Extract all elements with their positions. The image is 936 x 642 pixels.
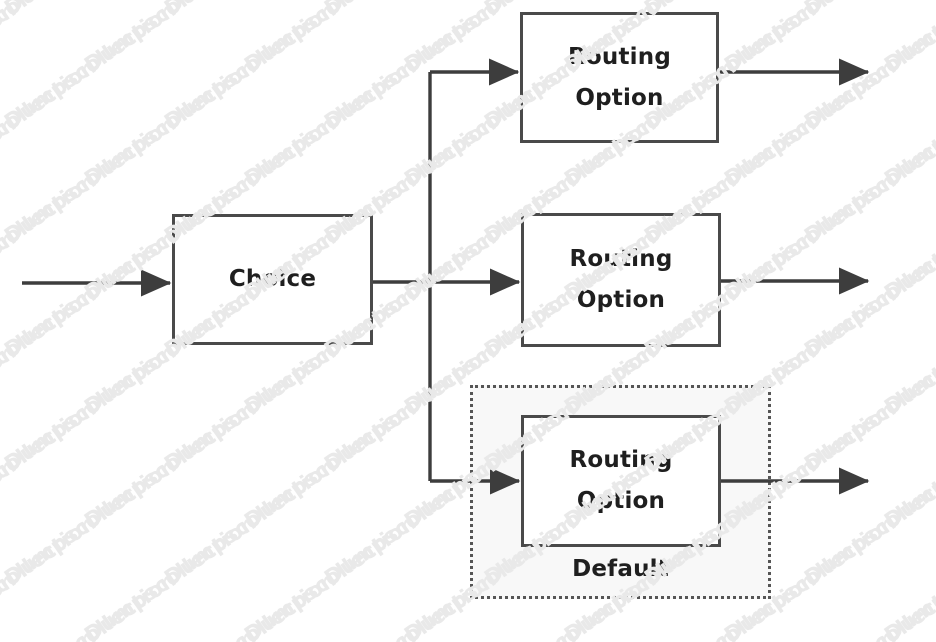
node-routing-option-default-label: Routing Option — [569, 447, 673, 514]
node-routing-option-default[interactable]: Routing Option — [521, 415, 721, 547]
node-choice[interactable]: Choice — [172, 214, 373, 345]
node-routing-option-top-label: Routing Option — [567, 43, 671, 111]
edge-choice-trunk — [373, 72, 432, 481]
default-group-caption: Default — [572, 556, 669, 582]
node-choice-label: Choice — [228, 266, 317, 293]
node-routing-option-middle-label: Routing Option — [569, 246, 673, 313]
node-routing-option-middle[interactable]: Routing Option — [521, 213, 721, 347]
node-routing-option-top[interactable]: Routing Option — [520, 12, 719, 143]
